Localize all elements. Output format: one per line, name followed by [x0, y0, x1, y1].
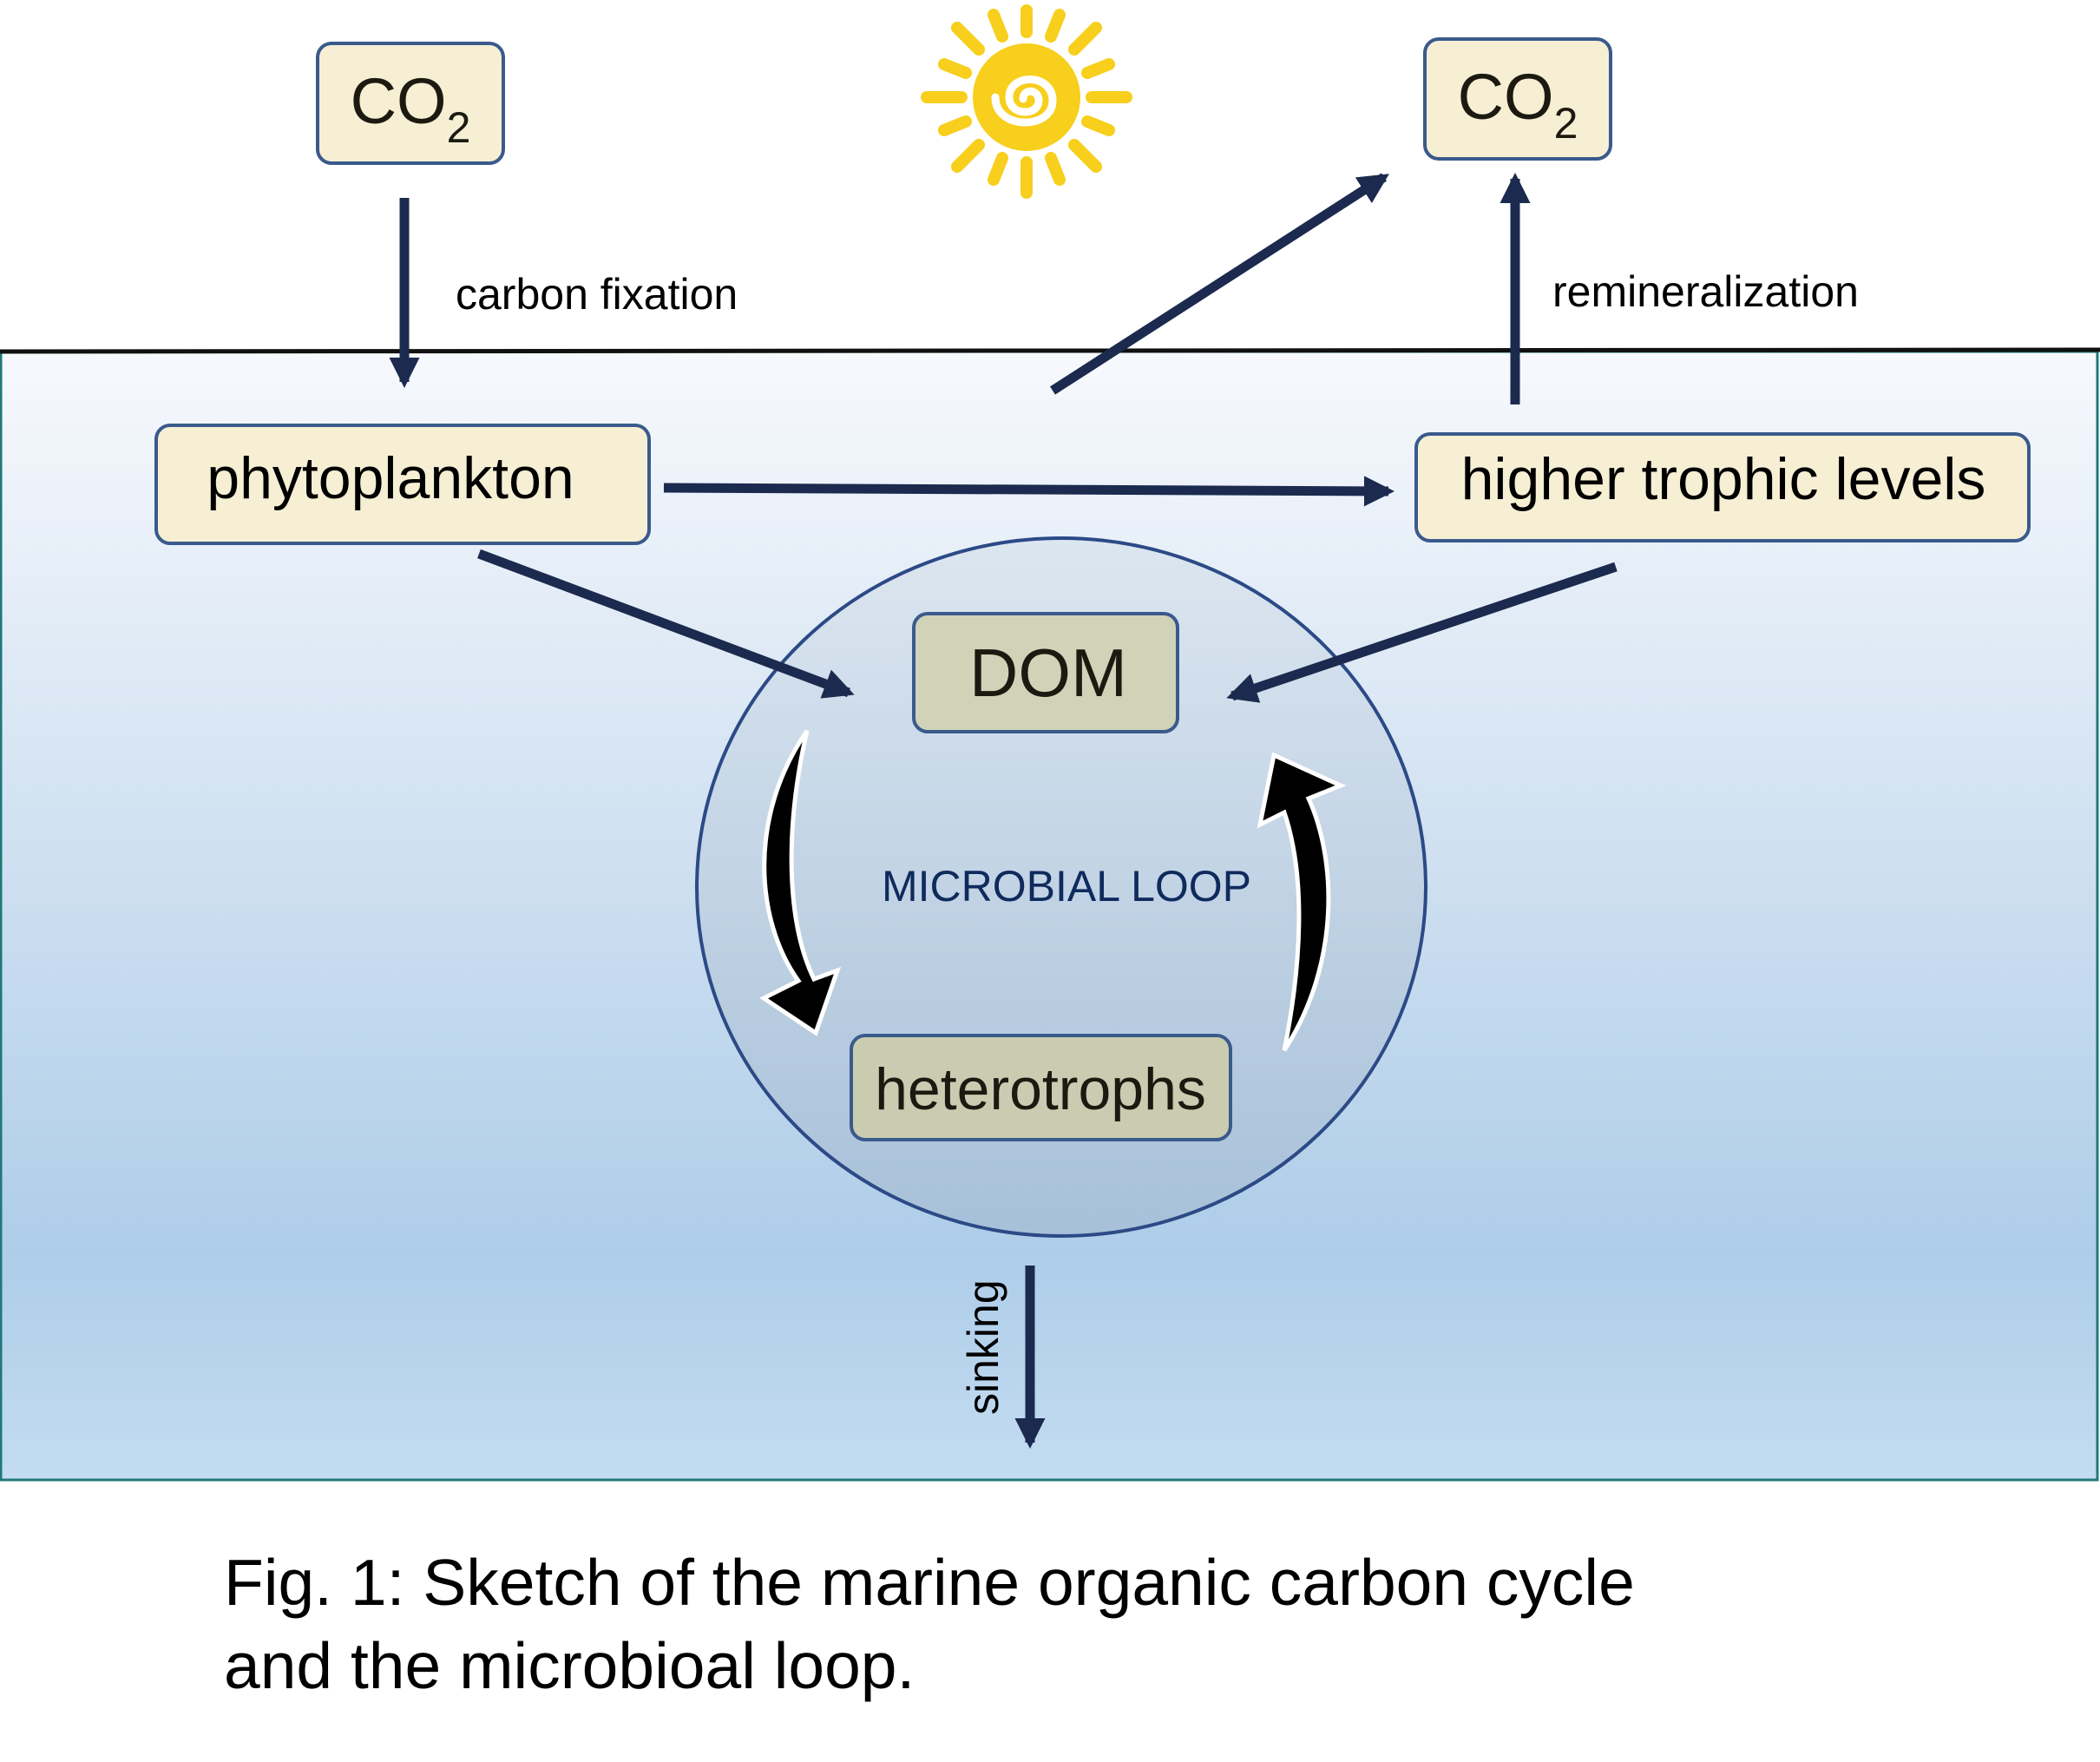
higher-trophic-box [1414, 432, 2031, 542]
arrow-higher-to-dom [1226, 562, 1618, 703]
sun-icon [921, 4, 1132, 199]
caption-line-1: Fig. 1: Sketch of the marine organic car… [224, 1546, 1635, 1619]
higher-trophic-label: higher trophic levels [1461, 446, 1986, 512]
co2-right-label: CO2 [1458, 61, 1578, 148]
co2-left-label: CO2 [351, 65, 471, 152]
loop-arrow-down [759, 729, 842, 1036]
co2-left-box [316, 42, 505, 165]
loop-arrow-up [1257, 752, 1347, 1052]
remineralization-label: remineralization [1552, 267, 1859, 316]
dom-label: DOM [969, 634, 1127, 711]
heterotrophs-box [850, 1034, 1232, 1141]
sinking-label: sinking [959, 1279, 1007, 1415]
arrow-to-atmosphere [1050, 173, 1389, 395]
arrow-phyto-to-dom [477, 549, 855, 699]
co2-right-box [1423, 37, 1612, 161]
dom-box [912, 612, 1179, 733]
microbial-loop-label: MICROBIAL LOOP [882, 862, 1251, 911]
figure-caption: Fig. 1: Sketch of the marine organic car… [224, 1541, 1959, 1707]
phytoplankton-box [154, 424, 651, 545]
heterotrophs-label: heterotrophs [875, 1056, 1206, 1122]
carbon-fixation-label: carbon fixation [456, 270, 738, 319]
caption-line-2: and the microbioal loop. [224, 1629, 915, 1702]
sea-surface-line [0, 347, 2100, 354]
phytoplankton-label: phytoplankton [207, 445, 574, 511]
arrow-phyto-to-higher [663, 476, 1395, 507]
